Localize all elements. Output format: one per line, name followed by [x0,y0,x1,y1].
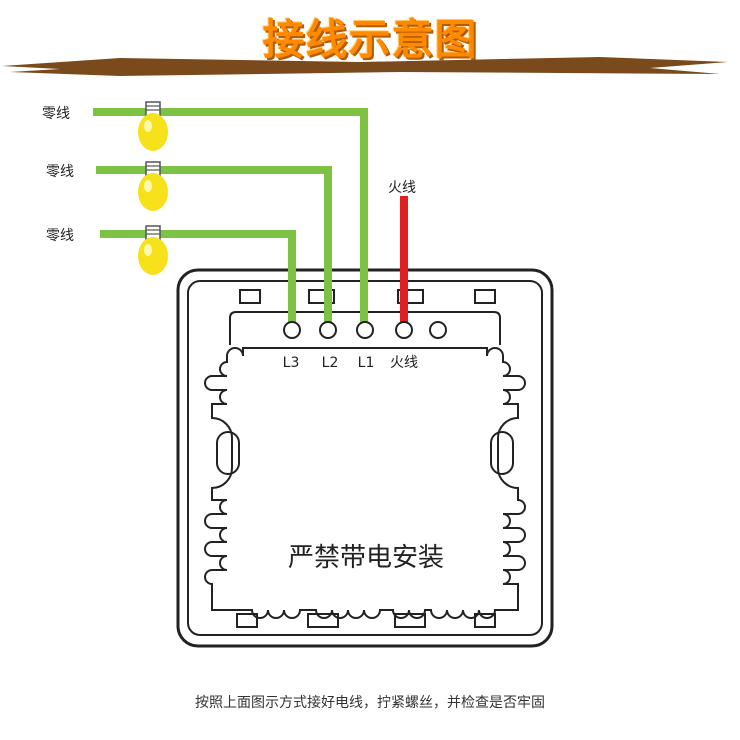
title-banner-bar [2,57,728,76]
wire-l1 [93,108,368,326]
neutral-label: 零线 [46,164,74,180]
module-body [204,347,526,619]
bottom-slot-2 [307,613,339,628]
right-oval-hole [490,431,514,475]
top-slot-1 [239,289,261,304]
instruction-text: 按照上面图示方式接好电线，拧紧螺丝，并检查是否牢固 [195,695,545,711]
bottom-slot-1 [236,613,258,628]
terminal-screw-live [395,321,413,339]
top-slot-2 [308,289,335,304]
top-slot-4 [474,289,496,304]
terminal-screw-spare [429,321,447,339]
top-slot-3 [397,289,424,304]
left-oval-hole [216,431,240,475]
terminal-screw-l3 [283,321,301,339]
diagram-title: 接线示意图 [262,15,478,64]
live-wire-label: 火线 [388,180,416,196]
bottom-slot-3 [394,613,426,628]
light-bulb-icon [138,225,168,275]
terminal-label-l2: L2 [322,355,339,371]
terminal-label-l1: L1 [358,355,375,371]
terminal-label-l3: L3 [283,355,300,371]
light-bulb-icon [138,161,168,211]
terminal-screw-l2 [319,321,337,339]
wire-l3 [100,230,296,326]
terminal-label-live: 火线 [390,355,418,371]
warning-text: 严禁带电安装 [288,543,444,573]
neutral-label: 零线 [46,228,74,244]
light-bulb-icon [138,101,168,151]
wire-l2 [96,166,332,326]
terminal-screw-l1 [356,321,374,339]
neutral-label: 零线 [42,106,70,122]
bottom-slot-4 [474,613,496,628]
